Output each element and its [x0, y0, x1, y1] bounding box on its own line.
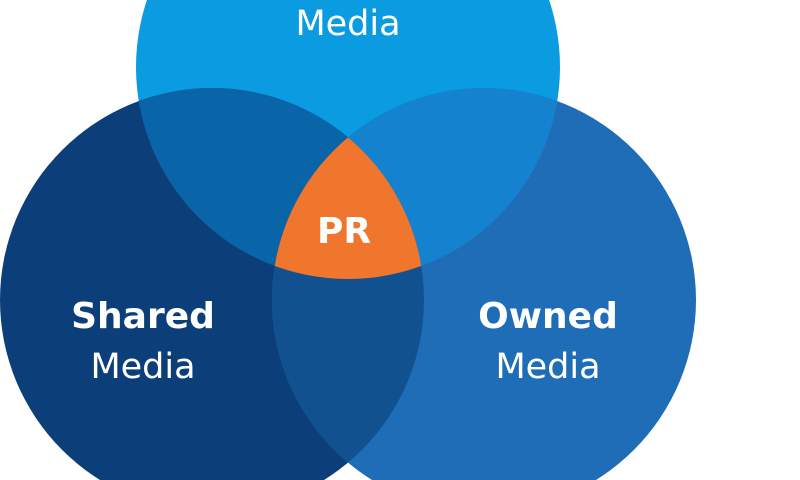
shared-label: Shared: [71, 296, 215, 337]
pr-label: PR: [317, 211, 371, 252]
owned-label: Owned: [478, 296, 618, 337]
shared-media-label: Media: [90, 347, 195, 387]
earned-media-label: Media: [295, 4, 400, 44]
owned-media-label: Media: [495, 347, 600, 387]
